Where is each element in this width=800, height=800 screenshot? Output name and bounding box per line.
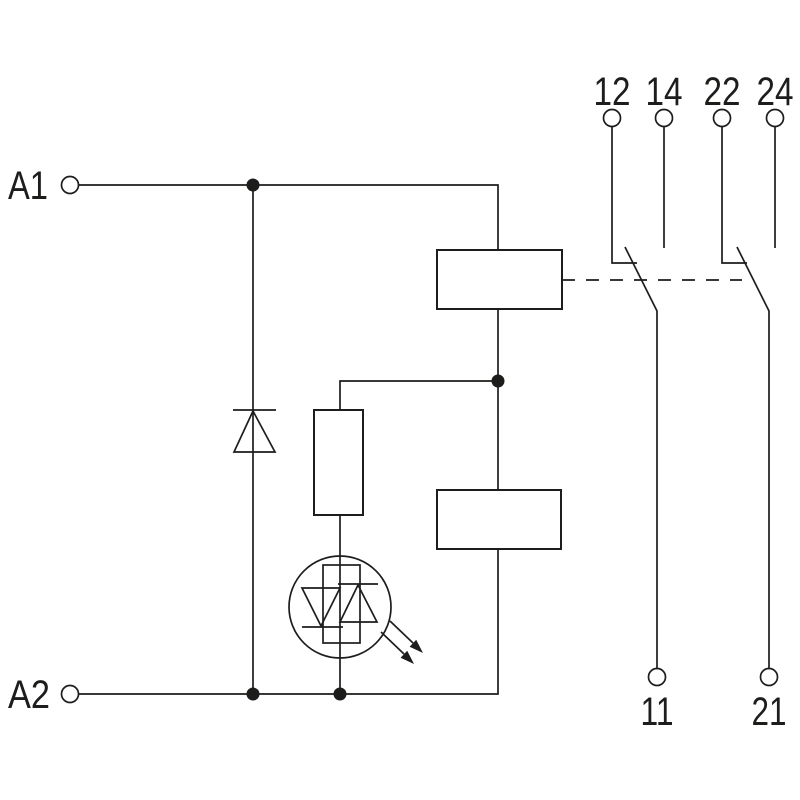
junction-dot: [246, 178, 260, 192]
led-diode-left-triangle: [300, 587, 342, 628]
label-terminal-22: 22: [704, 70, 741, 114]
terminal-circle-a1: [60, 175, 80, 195]
label-terminal-11: 11: [641, 690, 674, 734]
label-terminal-21: 21: [752, 690, 787, 734]
label-terminal-a2: A2: [8, 673, 50, 717]
emission-arrow-shaft-2: [380, 631, 405, 655]
terminal-labels: A1 A2 12 14 22 24 11 21: [8, 70, 794, 734]
diode-triangle: [232, 409, 277, 453]
junction-dot: [491, 374, 505, 388]
wires: [79, 184, 499, 695]
led-diode-right-triangle: [338, 583, 379, 623]
changeover-contact-1: [611, 127, 665, 668]
changeover-contact-2: [721, 127, 776, 668]
junction-dot: [333, 687, 347, 701]
contact2-blade: [736, 246, 770, 668]
output-stage-box: [436, 489, 562, 550]
protection-diode-icon: [232, 409, 277, 453]
emission-arrow-head-2: [400, 650, 414, 664]
contact2-nc-lead: [721, 127, 747, 264]
label-terminal-a1: A1: [8, 164, 48, 208]
terminal-circle-a2: [60, 684, 80, 704]
terminal-circle-24: [765, 108, 785, 128]
label-terminal-24: 24: [757, 70, 794, 114]
terminal-circle-12: [602, 108, 622, 128]
resistor-box: [313, 409, 364, 516]
terminal-circle-21: [759, 667, 779, 687]
led-indicator-icon: [288, 555, 423, 664]
emission-arrow-head-1: [409, 639, 423, 653]
relay-coil-box: [436, 249, 563, 310]
light-emission-arrows-icon: [380, 620, 423, 664]
contact1-blade: [624, 246, 658, 668]
wire-resistor-feed: [339, 380, 498, 410]
wire-a2-bus: [79, 549, 499, 695]
label-terminal-14: 14: [646, 70, 683, 114]
junction-dot: [246, 687, 260, 701]
wire-a1-feed: [79, 184, 499, 250]
led-circle: [288, 555, 392, 659]
junction-dots: [246, 178, 505, 701]
contact1-nc-lead: [611, 127, 637, 264]
terminal-circle-14: [654, 108, 674, 128]
terminal-circle-11: [647, 667, 667, 687]
label-terminal-12: 12: [594, 70, 631, 114]
terminal-circle-22: [712, 108, 732, 128]
led-inner-block: [322, 564, 361, 644]
terminal-circles: [60, 108, 785, 704]
emission-arrow-shaft-1: [389, 620, 414, 644]
